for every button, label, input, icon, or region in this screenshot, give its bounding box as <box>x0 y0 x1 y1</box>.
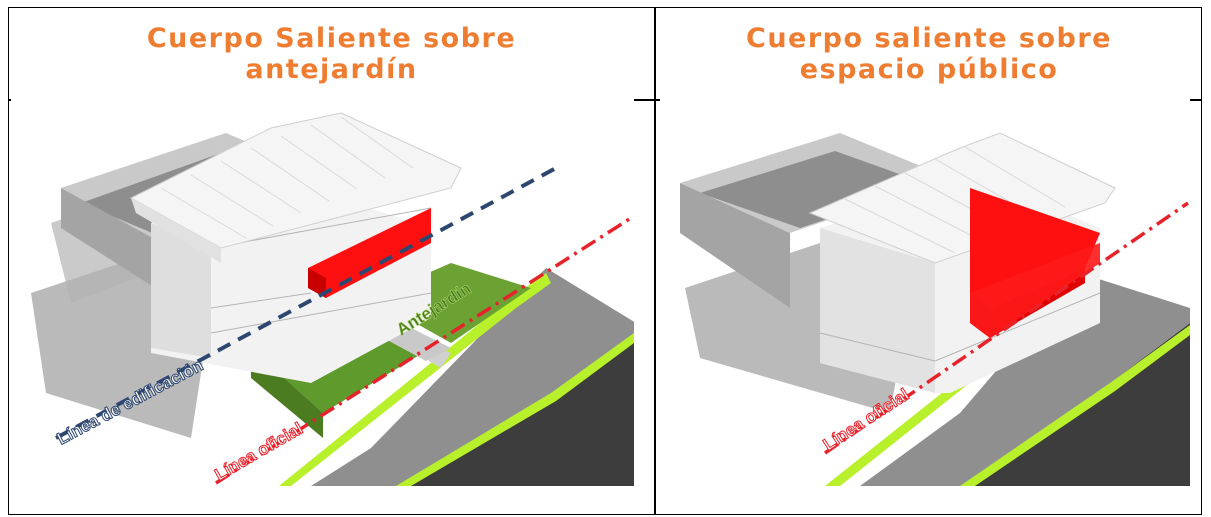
header-cuerpo-saliente-antejardin: Cuerpo Saliente sobre antejardín <box>146 22 517 85</box>
illustration-antejardin: Línea de edificación Línea oficial Antej… <box>11 93 634 486</box>
header-cuerpo-saliente-espacio-publico: Cuerpo saliente sobre espacio público <box>746 22 1112 85</box>
illustration-espacio-publico: Línea oficial <box>660 93 1190 486</box>
road <box>396 333 634 486</box>
official-line-right <box>824 201 1189 455</box>
building-line <box>55 166 557 440</box>
house-roof-right <box>808 132 1116 264</box>
salient-body-right <box>970 188 1100 308</box>
table-divider-vertical <box>654 8 656 514</box>
road-right <box>960 323 1190 486</box>
lime-strip-inner <box>279 273 551 486</box>
sidewalk <box>311 268 634 486</box>
comparison-table: Cuerpo Saliente sobre antejardín Cuerpo … <box>8 7 1202 515</box>
salient-body <box>308 208 431 298</box>
sidewalk-right <box>860 273 1190 486</box>
official-line <box>215 216 632 485</box>
